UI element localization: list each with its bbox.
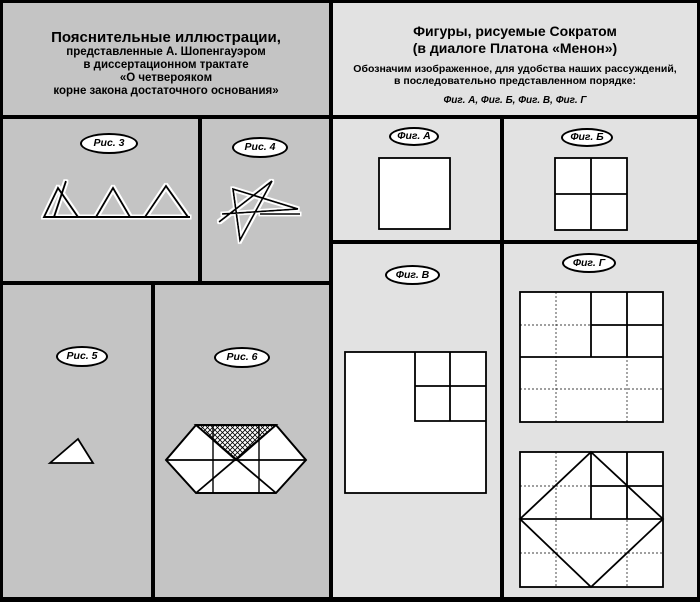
left-header-title: Пояснительные иллюстрации, — [51, 29, 281, 46]
label-figA: Фиг. А — [389, 127, 439, 146]
label-ris3: Рис. 3 — [80, 133, 138, 154]
left-header-line5: корне закона достаточного основания» — [53, 85, 279, 97]
label-figB: Фиг. Б — [561, 128, 613, 147]
figG-top-grid — [519, 291, 664, 423]
right-header-title2: (в диалоге Платона «Менон») — [412, 40, 618, 56]
label-ris6: Рис. 6 — [214, 347, 270, 368]
left-header-line4: «О четвероякoм — [119, 72, 213, 84]
figA-square — [378, 157, 451, 230]
ris6-hexagon — [164, 424, 308, 494]
right-header-note1: Обозначим изображенное, для удобства наш… — [353, 63, 677, 75]
left-header-line3: в диссертационном трактате — [83, 59, 249, 71]
left-header-panel: Пояснительные иллюстрации, представленны… — [3, 3, 329, 115]
figG-bottom-grid — [518, 450, 665, 589]
label-ris4: Рис. 4 — [232, 137, 288, 158]
right-header-list: Фиг. А, Фиг. Б, Фиг. В, Фиг. Г — [443, 95, 587, 106]
figB-square — [554, 157, 628, 231]
label-figG: Фиг. Г — [562, 253, 616, 273]
right-header-panel: Фигуры, рисуемые Сократом (в диалоге Пла… — [333, 3, 697, 115]
ris3-triangles — [42, 180, 190, 218]
label-figV: Фиг. В — [385, 265, 440, 285]
right-header-note2: в последовательно представленном порядке… — [394, 75, 636, 87]
figV-square — [344, 351, 487, 494]
ris5-triangle — [47, 437, 95, 464]
ris4-lines — [218, 180, 300, 243]
left-header-line2: представленные А. Шопенгауэром — [66, 46, 266, 58]
right-header-title1: Фигуры, рисуемые Сократом — [413, 23, 617, 39]
label-ris5: Рис. 5 — [56, 346, 108, 367]
